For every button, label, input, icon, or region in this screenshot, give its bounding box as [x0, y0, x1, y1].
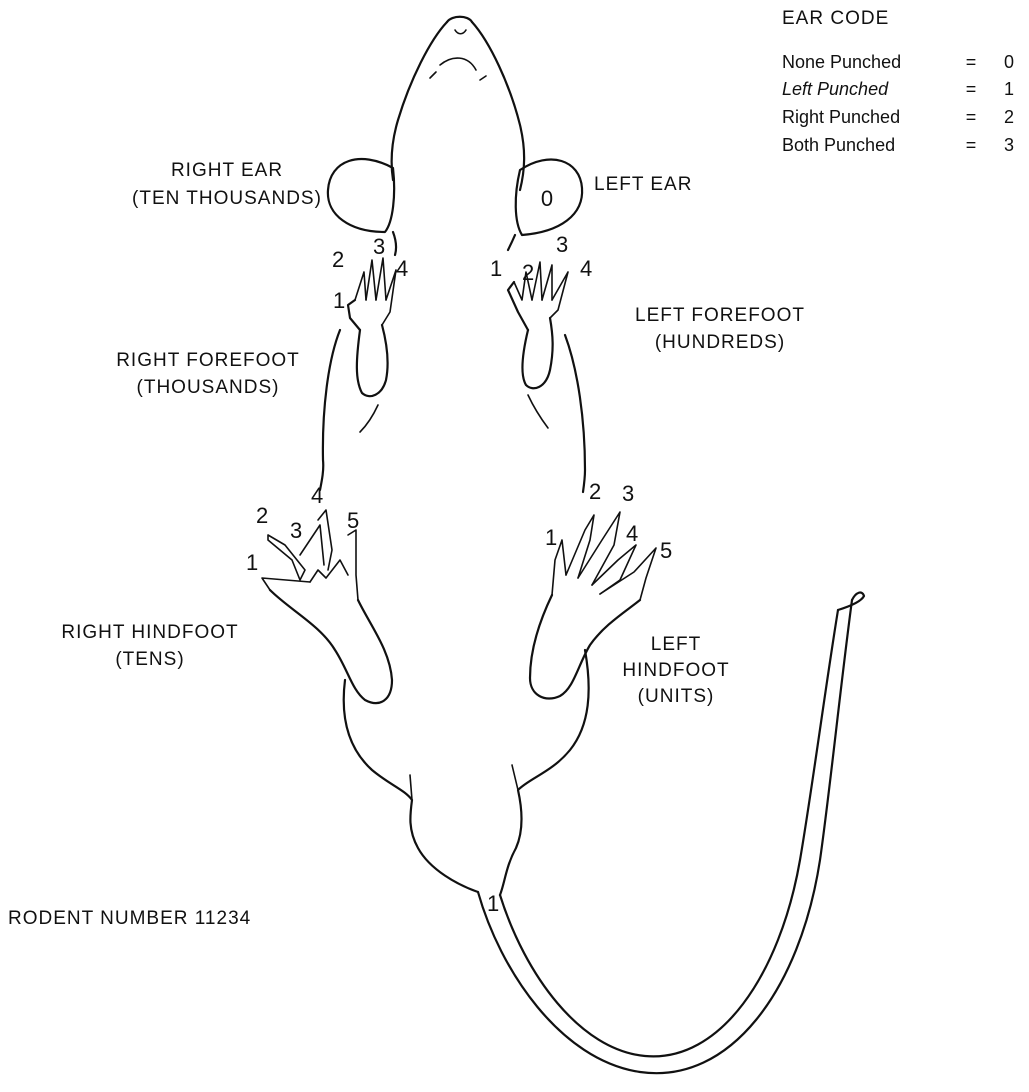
rodent-nose [447, 17, 472, 22]
ear-code-row-value: 0 [1004, 52, 1014, 72]
ear-code-row-label: Both Punched [782, 135, 895, 155]
ear-code-row-label: Left Punched [782, 79, 889, 99]
rodent-mouth [440, 58, 476, 70]
ear-code-key: EAR CODE None Punched = 0 Left Punched =… [782, 8, 1014, 155]
torso-left [320, 330, 340, 490]
ear-code-row-value: 3 [1004, 135, 1014, 155]
right-ear-sublabel: (TEN THOUSANDS) [132, 188, 322, 209]
left-forefoot-sublabel: (HUNDREDS) [655, 332, 785, 353]
left-forefoot-toe-4: 4 [580, 256, 592, 281]
left-hindfoot-toe-5: 5 [660, 538, 672, 563]
right-hindfoot-toe-3: 3 [290, 518, 302, 543]
ear-code-row-eq: = [966, 107, 977, 127]
right-hindfoot-toe-5: 5 [347, 508, 359, 533]
left-forefoot-toe-3: 3 [556, 232, 568, 257]
left-hindfoot-toe-2: 2 [589, 479, 601, 504]
right-forefoot-toe-3: 3 [373, 234, 385, 259]
left-forefoot-toe-1: 1 [490, 256, 502, 281]
right-forefoot-toe-2: 2 [332, 247, 344, 272]
right-hindfoot-sublabel: (TENS) [115, 649, 184, 670]
left-hindfoot-toe-4: 4 [626, 521, 638, 546]
right-forefoot-toe-4: 4 [396, 256, 408, 281]
left-hindfoot-sublabel: (UNITS) [638, 686, 715, 707]
left-forefoot-label: LEFT FOREFOOT [635, 305, 805, 326]
right-forefoot-drawing [348, 258, 396, 396]
right-ear-label: RIGHT EAR [171, 160, 283, 181]
left-hindfoot-toe-1: 1 [545, 525, 557, 550]
ear-code-row-value: 2 [1004, 107, 1014, 127]
rodent-head-right [472, 22, 524, 190]
left-hindfoot-toe-3: 3 [622, 481, 634, 506]
ear-code-title: EAR CODE [782, 8, 889, 29]
left-hindfoot-label: LEFT [651, 634, 701, 655]
right-hindfoot-drawing [262, 510, 392, 703]
ear-code-row-value: 1 [1004, 79, 1014, 99]
left-ear-punch-mark: 0 [541, 186, 553, 211]
right-hindfoot-label: RIGHT HINDFOOT [61, 622, 238, 643]
torso-right [565, 335, 585, 492]
right-hindfoot-toe-4: 4 [311, 483, 323, 508]
ear-code-row-eq: = [966, 52, 977, 72]
rodent-number-label: RODENT NUMBER 11234 [8, 908, 251, 929]
right-hindfoot-toe-2: 2 [256, 503, 268, 528]
right-forefoot-toe-1: 1 [333, 288, 345, 313]
ear-code-row-label: Right Punched [782, 107, 900, 127]
right-forefoot-label: RIGHT FOREFOOT [116, 350, 300, 371]
rodent-outline [320, 17, 864, 1073]
right-hindfoot-toe-1: 1 [246, 550, 258, 575]
left-forefoot-drawing [508, 262, 568, 388]
ear-code-row-eq: = [966, 79, 977, 99]
ear-code-row-eq: = [966, 135, 977, 155]
left-forefoot-toe-2: 2 [522, 260, 534, 285]
rodent-head-left [392, 22, 447, 180]
left-ear-label: LEFT EAR [594, 174, 692, 195]
ear-code-row-label: None Punched [782, 52, 901, 72]
left-hindfoot-label-2: HINDFOOT [622, 660, 729, 681]
right-forefoot-sublabel: (THOUSANDS) [137, 377, 280, 398]
right-ear-shape [328, 159, 394, 232]
tail-mark: 1 [487, 891, 499, 916]
